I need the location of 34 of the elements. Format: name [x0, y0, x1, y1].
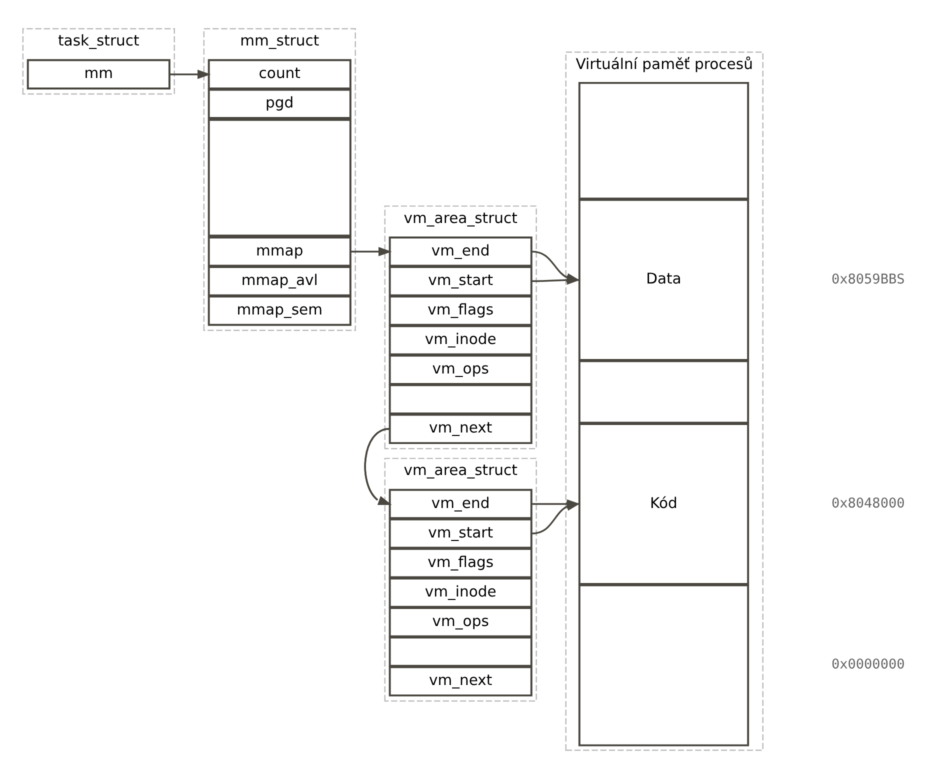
node-box: Data	[578, 198, 750, 361]
node-box: vm_inode	[388, 578, 532, 608]
arrow	[532, 502, 580, 534]
node-box: mmap	[208, 236, 352, 267]
label: 0x8048000	[831, 495, 905, 512]
node-box: vm_start	[388, 266, 532, 296]
node-box: vm_start	[388, 518, 532, 549]
node-box	[578, 82, 750, 200]
node-box: vm_end	[388, 236, 532, 267]
node-box: vm_ops	[388, 607, 532, 638]
node-box: pgd	[208, 88, 352, 120]
node-box: vm_next	[388, 666, 532, 696]
label: 0x8059BBS	[831, 271, 905, 288]
node-box: Kód	[578, 422, 750, 585]
arrow	[351, 246, 392, 256]
node-box	[388, 636, 532, 667]
label: 0x0000000	[831, 656, 905, 673]
arrow	[170, 70, 211, 79]
node-box	[578, 584, 750, 746]
node-box: mmap_avl	[208, 266, 352, 296]
node-box: vm_flags	[388, 296, 532, 326]
node-box: vm_inode	[388, 325, 532, 356]
node-box: vm_ops	[388, 354, 532, 385]
node-box	[388, 384, 532, 414]
node-box	[578, 360, 750, 424]
node-box: mm	[26, 59, 170, 90]
node-box: vm_next	[388, 414, 532, 444]
node-box: vm_flags	[388, 548, 532, 578]
node-box: mmap_sem	[208, 296, 352, 326]
node-box: vm_end	[388, 488, 532, 520]
node-box: count	[208, 59, 352, 90]
node-box	[208, 118, 352, 237]
arrow	[364, 428, 392, 505]
arrow	[532, 275, 580, 285]
